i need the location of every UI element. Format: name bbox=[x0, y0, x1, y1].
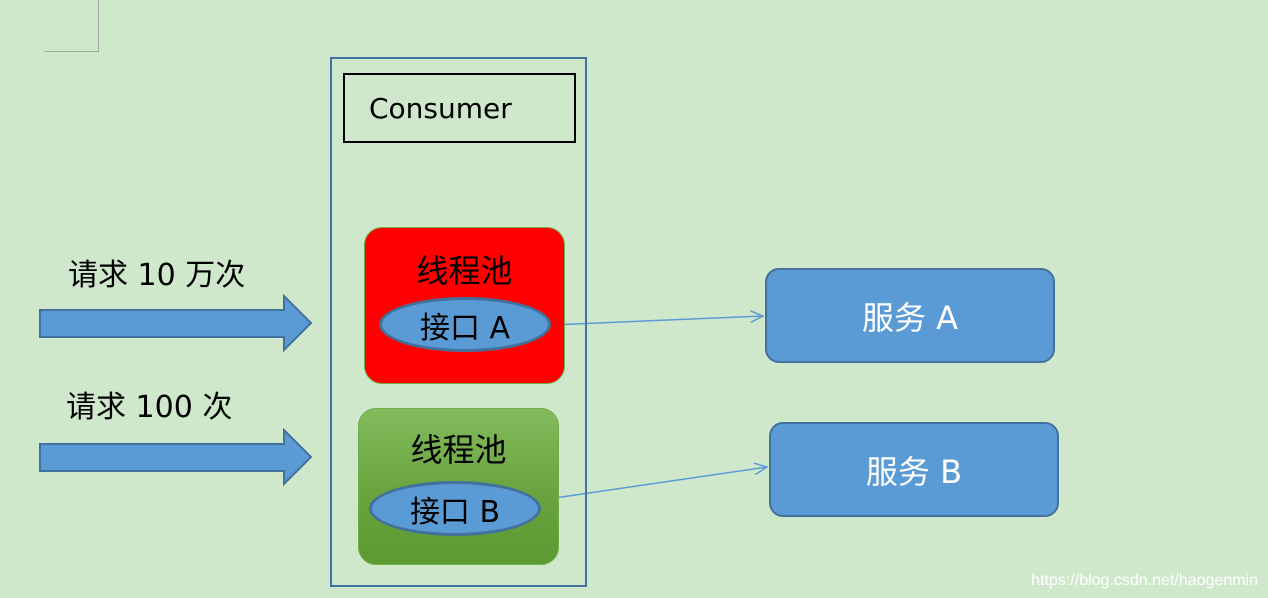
interface-b-label: 接口 B bbox=[409, 494, 501, 530]
service-a-label: 服务 A bbox=[861, 298, 959, 337]
thread-pool-b-title: 线程池 bbox=[410, 431, 507, 469]
service-b-label: 服务 B bbox=[865, 452, 963, 491]
connector-b-line bbox=[540, 467, 767, 501]
consumer-label: Consumer bbox=[343, 73, 576, 143]
request-arrow-1 bbox=[39, 293, 313, 353]
consumer-label-text: Consumer bbox=[369, 91, 512, 125]
thread-pool-a-title: 线程池 bbox=[416, 252, 513, 290]
request-label-2: 请求 100 次 bbox=[66, 390, 233, 425]
interface-b: 接口 B bbox=[369, 481, 541, 536]
interface-a-label: 接口 A bbox=[419, 310, 511, 346]
request-arrow-2 bbox=[39, 427, 313, 487]
page-corner-mark bbox=[44, 0, 99, 52]
service-b: 服务 B bbox=[769, 422, 1059, 517]
interface-a: 接口 A bbox=[379, 297, 551, 352]
request-label-1: 请求 10 万次 bbox=[68, 258, 246, 293]
service-a: 服务 A bbox=[765, 268, 1055, 363]
consumer-container bbox=[330, 57, 587, 587]
watermark: https://blog.csdn.net/haogenmin bbox=[1031, 572, 1258, 589]
